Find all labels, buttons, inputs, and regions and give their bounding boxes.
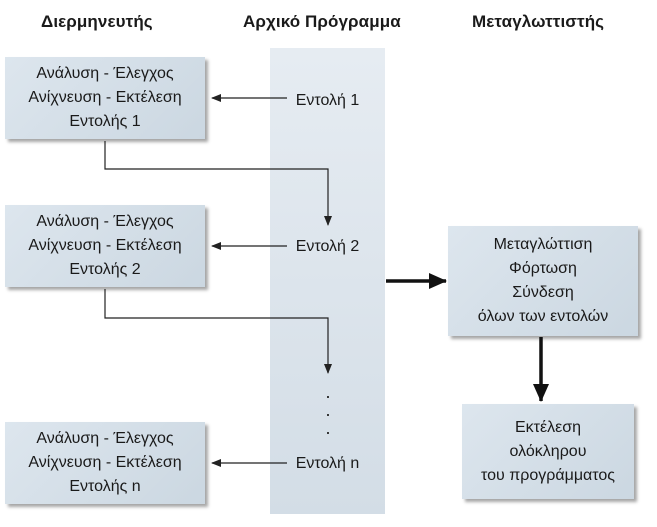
interpreter-box-1-line1: Ανάλυση - Έλεγχος <box>36 65 174 82</box>
interpreter-box-n-line3: Εντολής n <box>69 478 141 495</box>
interpreter-box-2-line2: Ανίχνευση - Εκτέλεση <box>28 237 182 254</box>
flow-interpreter-1-to-command-2 <box>104 141 332 226</box>
ellipsis-dot-2: · <box>325 404 331 424</box>
compile-box: Μεταγλώττιση Φόρτωση Σύνδεση όλων των εν… <box>448 226 638 336</box>
execute-box-line2: ολόκληρου <box>509 442 587 460</box>
interpreter-box-2: Ανάλυση - Έλεγχος Ανίχνευση - Εκτέλεση Ε… <box>5 205 205 287</box>
interpreter-box-2-line1: Ανάλυση - Έλεγχος <box>36 213 174 230</box>
interpreter-box-1: Ανάλυση - Έλεγχος Ανίχνευση - Εκτέλεση Ε… <box>5 57 205 139</box>
source-program-column <box>270 48 385 514</box>
interpreter-heading: Διερμηνευτής <box>41 12 153 31</box>
compile-box-line2: Φόρτωση <box>509 260 577 277</box>
interpreter-box-1-line2: Ανίχνευση - Εκτέλεση <box>28 89 182 106</box>
command-n-label: Εντολή n <box>295 455 360 472</box>
execute-box-line1: Εκτέλεση <box>514 418 582 436</box>
ellipsis-dot-3: · <box>325 422 331 442</box>
interpreter-box-n-line2: Ανίχνευση - Εκτέλεση <box>28 454 182 471</box>
command-1-label: Εντολή 1 <box>295 92 360 109</box>
execute-box: Εκτέλεση ολόκληρου του προγράμματος <box>462 404 634 499</box>
flow-interpreter-2-to-next <box>104 289 332 374</box>
interpreter-box-1-line3: Εντολής 1 <box>69 113 141 130</box>
interpreter-box-n: Ανάλυση - Έλεγχος Ανίχνευση - Εκτέλεση Ε… <box>5 422 205 504</box>
command-2-label: Εντολή 2 <box>295 238 360 255</box>
compile-box-line1: Μεταγλώττιση <box>493 236 593 253</box>
interpreter-box-2-line3: Εντολής 2 <box>69 261 141 278</box>
compile-box-line4: όλων των εντολών <box>477 308 609 325</box>
ellipsis-dot-1: · <box>325 386 331 406</box>
interpreter-box-n-line1: Ανάλυση - Έλεγχος <box>36 430 174 447</box>
execute-box-line3: του προγράμματος <box>481 466 615 484</box>
source-program-heading: Αρχικό Πρόγραμμα <box>243 12 401 31</box>
compiler-heading: Μεταγλωττιστής <box>472 12 605 31</box>
compile-box-line3: Σύνδεση <box>512 284 574 301</box>
